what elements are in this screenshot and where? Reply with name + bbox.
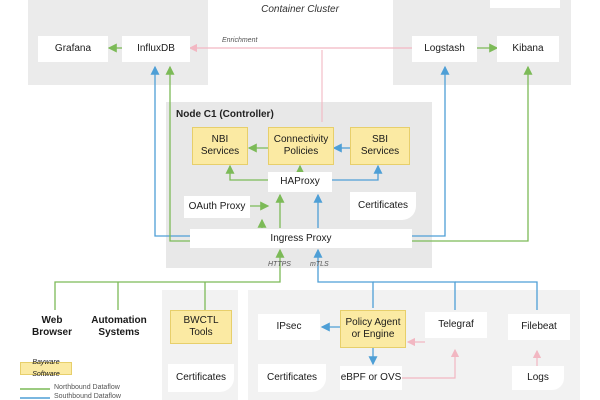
bwctl-tools-box: BWCTL Tools (170, 310, 232, 344)
https-label: HTTPS (268, 261, 291, 268)
filebeat-box: Filebeat (508, 314, 570, 340)
connector-ingress-kibana (412, 65, 533, 242)
connector-ingress-logstash (412, 65, 450, 237)
nbi-services-box: NBI Services (192, 127, 248, 165)
ingress-proxy-box: Ingress Proxy (190, 229, 412, 248)
grafana-box: Grafana (38, 36, 108, 62)
connector-ingress-influxdb-green (165, 65, 190, 242)
legend-bayware-label: Bayware Software (32, 358, 60, 378)
telegraf-box: Telegraf (425, 312, 487, 338)
legend-northbound-label: Northbound Dataflow (54, 384, 120, 391)
sbi-services-box: SBI Services (350, 127, 410, 165)
legend-southbound-label: Southbound Dataflow (54, 393, 121, 400)
web-browser-box: Web Browser (24, 310, 80, 344)
workload-certificates-box: Certificates (258, 364, 326, 392)
ipsec-box: IPsec (258, 314, 320, 340)
connector-workload-blue-bus (313, 248, 374, 308)
logstash-box: Logstash (412, 36, 477, 62)
controller-certificates-box: Certificates (350, 192, 416, 220)
connector-clients-green-bus (54, 248, 285, 310)
kibana-box: Kibana (497, 36, 559, 62)
connector-telegraf-bus (373, 281, 456, 310)
connector-filebeat-bus (455, 281, 538, 310)
enrichment-label: Enrichment (222, 37, 258, 44)
policy-agent-box: Policy Agent or Engine (340, 310, 406, 348)
partial-top-box (490, 0, 560, 8)
haproxy-box: HAProxy (268, 172, 332, 192)
container-cluster-title: Container Cluster (261, 4, 339, 15)
client-certificates-box: Certificates (168, 364, 234, 392)
connector-haproxy-sbi (332, 164, 383, 181)
legend-bayware-swatch: Bayware Software (20, 359, 72, 378)
automation-systems-box: Automation Systems (86, 310, 152, 344)
connector-ingress-influxdb-blue (150, 65, 190, 237)
oauth-proxy-box: OAuth Proxy (184, 196, 250, 218)
connector-haproxy-nbi (225, 164, 268, 181)
logs-box: Logs (512, 366, 564, 390)
connectivity-policies-box: Connectivity Policies (268, 127, 334, 165)
influxdb-box: InfluxDB (122, 36, 190, 62)
controller-title: Node C1 (Controller) (176, 109, 274, 120)
mtls-label: mTLS (310, 261, 329, 268)
ebpf-ovs-box: eBPF or OVS (340, 366, 402, 390)
connector-ebpf-telegraf (400, 348, 460, 379)
